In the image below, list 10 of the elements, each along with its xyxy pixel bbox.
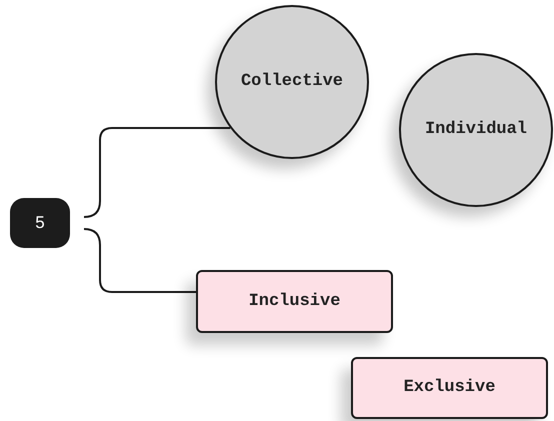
process-box <box>196 270 393 333</box>
node-label: Inclusive <box>248 290 340 313</box>
brace-line <box>84 228 196 293</box>
process-box <box>351 357 548 419</box>
node-label: Exclusive <box>404 377 496 400</box>
brace-line <box>84 127 230 218</box>
node-label: Collective <box>240 71 344 94</box>
node-label: 5 <box>35 212 45 234</box>
node-label: Individual <box>424 119 528 142</box>
number-badge <box>10 198 70 248</box>
